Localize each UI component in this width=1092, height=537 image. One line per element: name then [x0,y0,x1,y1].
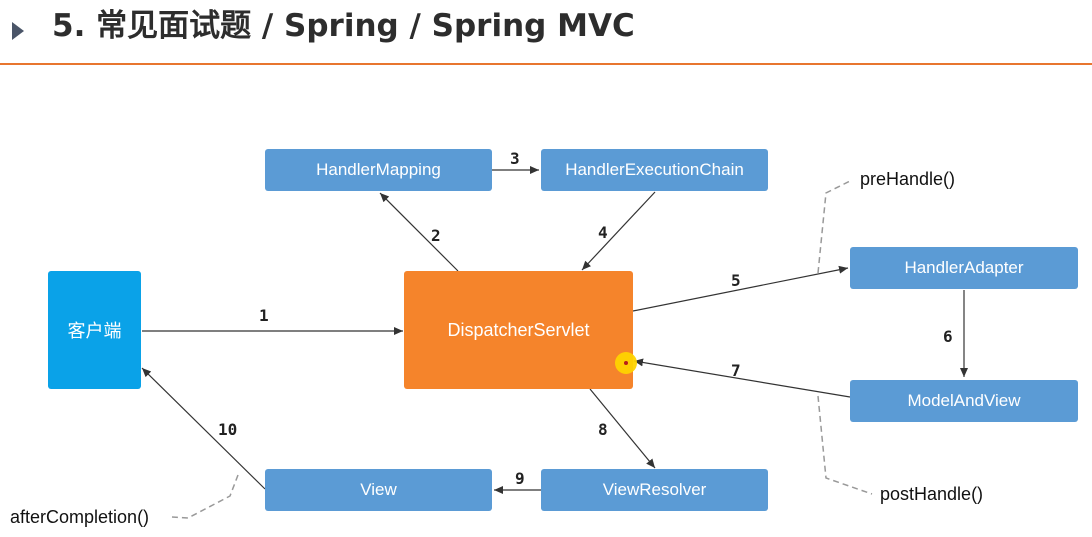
pre-handle-connector [817,179,853,274]
cursor-highlight-icon [615,352,637,374]
client-box: 客户端 [48,271,141,389]
edge-label-4: 4 [598,223,608,242]
edge-label-6: 6 [943,327,953,346]
triangle-bullet-icon [12,22,24,40]
edge-label-2: 2 [431,226,441,245]
edge-2 [379,192,459,272]
edge-label-9: 9 [515,469,525,488]
post-handle-note: postHandle() [880,484,984,504]
edge-label-7: 7 [731,361,741,380]
edge-label-10: 10 [218,420,238,439]
edge-label-1: 1 [259,306,269,325]
edge-4 [581,191,656,271]
edge-5 [632,265,849,312]
header: 5. 常见面试题 / Spring / Spring MVC [0,0,1092,65]
model-and-view-box: ModelAndView [850,380,1078,422]
edge-8 [589,388,656,469]
handler-adapter-box: HandlerAdapter [850,247,1078,289]
edge-label-3: 3 [510,149,520,168]
edge-10 [141,367,266,490]
post-handle-connector [817,395,873,495]
edge-7 [633,358,851,398]
header-divider [0,63,1092,65]
handler-execution-chain-box: HandlerExecutionChain [541,149,768,191]
after-completion-connector [171,474,239,519]
view-resolver-box: ViewResolver [541,469,768,511]
edge-label-8: 8 [598,420,608,439]
handler-mapping-box: HandlerMapping [265,149,492,191]
dispatcher-servlet-box: DispatcherServlet [404,271,633,389]
view-box: View [265,469,492,511]
after-completion-note: afterCompletion() [10,507,150,527]
page-title: 5. 常见面试题 / Spring / Spring MVC [52,8,635,44]
pre-handle-note: preHandle() [860,169,956,189]
edge-label-5: 5 [731,271,741,290]
